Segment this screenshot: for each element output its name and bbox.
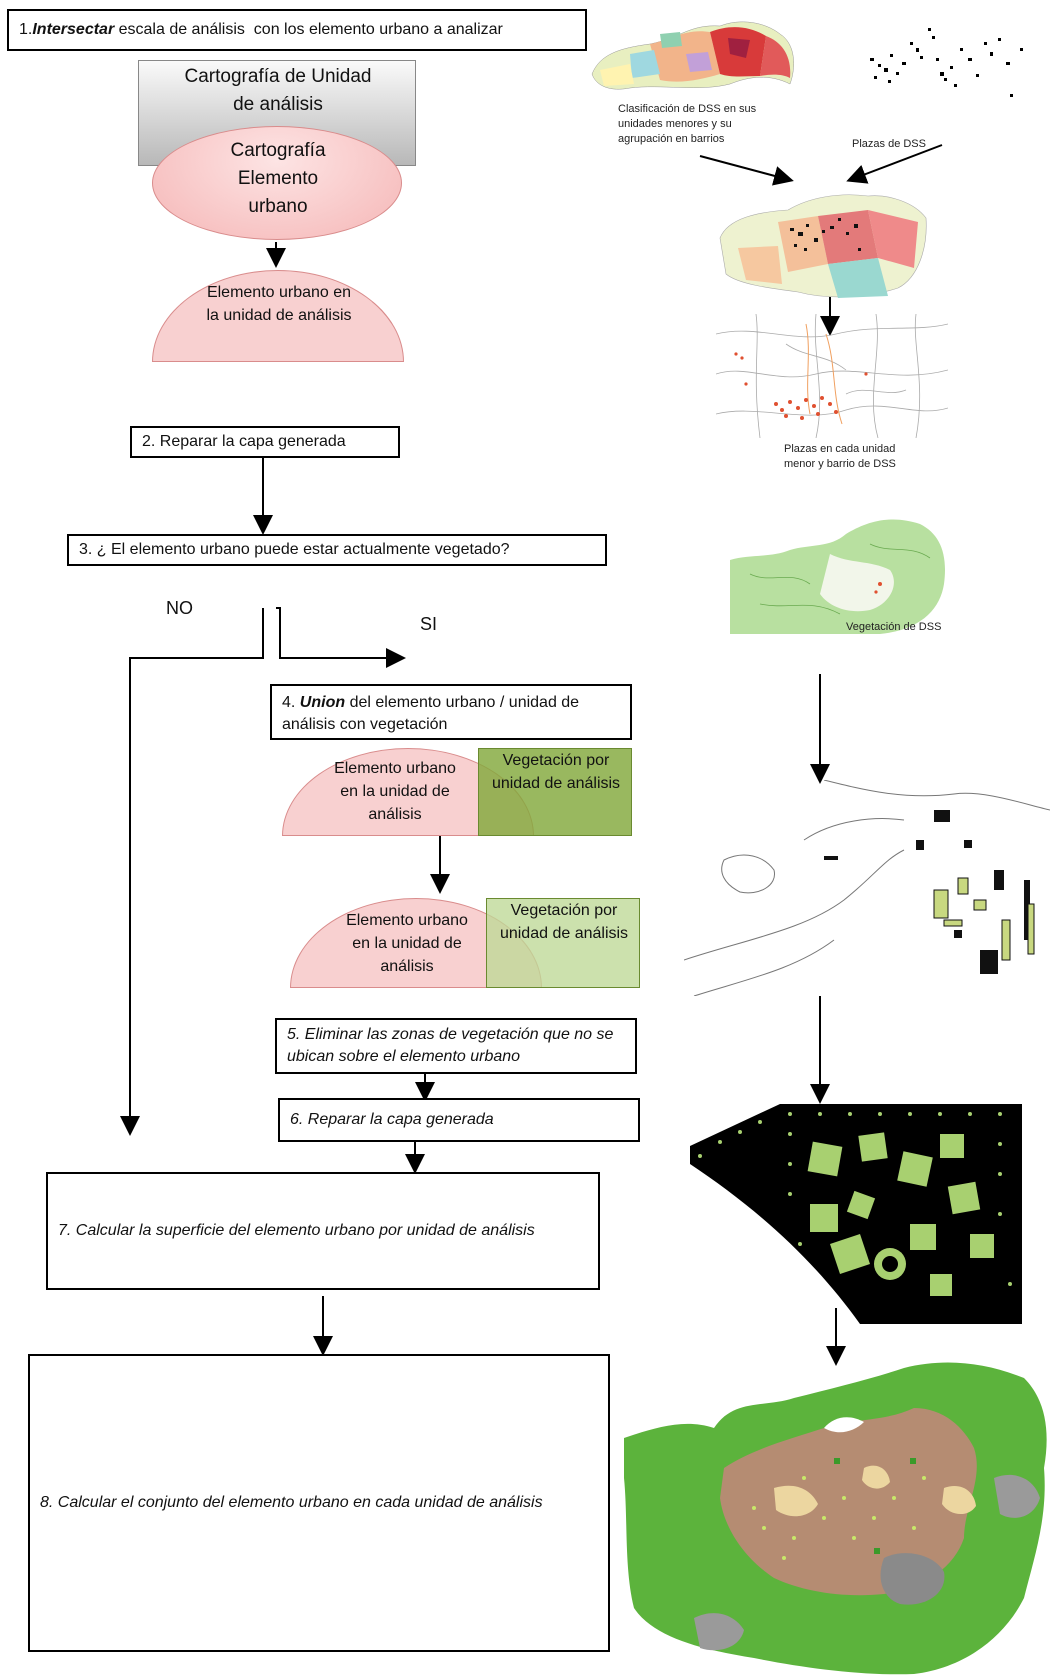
label-plazas: Plazas de DSS bbox=[852, 138, 926, 150]
step-1-text: escala de análisis con los elemento urba… bbox=[114, 21, 503, 38]
step-5-text: 5. Eliminar las zonas de vegetación que … bbox=[287, 1026, 614, 1065]
overlay-map bbox=[719, 194, 927, 298]
vegetation-box-2-label: Vegetación por unidad de análisis bbox=[499, 902, 629, 942]
si-branch-line bbox=[276, 607, 406, 668]
label-plazas-unidad: Plazas en cada unidad menor y barrio de … bbox=[784, 443, 896, 470]
step-8-text: 8. Calcular el conjunto del elemento urb… bbox=[40, 1494, 543, 1511]
step-2-text: 2. Reparar la capa generada bbox=[142, 433, 346, 450]
step-4-text: del elemento urbano / unidad de análisis… bbox=[282, 694, 580, 733]
step-6-text: 6. Reparar la capa generada bbox=[290, 1111, 494, 1128]
vegetation-box-2: Vegetación por unidad de análisis bbox=[486, 898, 640, 988]
branch-no-label: NO bbox=[166, 598, 193, 618]
step-7-box: 7. Calcular la superficie del elemento u… bbox=[46, 1172, 600, 1290]
no-branch-line bbox=[120, 608, 264, 1136]
branch-si-label: SI bbox=[420, 614, 438, 634]
vegetation-box-1: Vegetación por unidad de análisis bbox=[478, 748, 632, 836]
step-3-box: 3. ¿ El elemento urbano puede estar actu… bbox=[67, 534, 607, 566]
elemento-urbano-ellipse: Cartografía Elemento urbano bbox=[152, 126, 402, 240]
vegetation-map bbox=[730, 519, 945, 634]
arrow-plazas-to-overlay bbox=[846, 144, 943, 184]
step-7-text: 7. Calcular la superficie del elemento u… bbox=[58, 1222, 535, 1239]
arrow-clasificacion-to-overlay bbox=[699, 155, 794, 186]
step-3-text: 3. ¿ El elemento urbano puede estar actu… bbox=[79, 541, 510, 558]
step-1-box: 1. Intersectar escala de análisis con lo… bbox=[7, 9, 587, 51]
plazas-scatter-map bbox=[870, 28, 1023, 97]
union-result-map bbox=[684, 780, 1050, 996]
step-8-box: 8. Calcular el conjunto del elemento urb… bbox=[28, 1354, 610, 1652]
step-4-prefix: 4. bbox=[282, 694, 300, 711]
detail-black-map bbox=[690, 1104, 1022, 1324]
step-4-box: 4. Union del elemento urbano / unidad de… bbox=[270, 684, 632, 740]
plazas-unidad-map bbox=[716, 314, 948, 438]
elemento-urbano-label: Cartografía Elemento urbano bbox=[230, 140, 326, 217]
vegetation-box-1-label: Vegetación por unidad de análisis bbox=[491, 752, 621, 792]
result-half-ellipse-2-label: Elemento urbano en la unidad de análisis bbox=[334, 760, 456, 823]
unidad-analisis-label: Cartografía de Unidad de análisis bbox=[184, 66, 372, 115]
label-vegetacion: Vegetación de DSS bbox=[846, 621, 942, 633]
step-5-box: 5. Eliminar las zonas de vegetación que … bbox=[275, 1018, 637, 1074]
step-1-prefix: 1. bbox=[19, 21, 33, 38]
final-landcover-map bbox=[624, 1362, 1047, 1675]
result-half-ellipse-3-label: Elemento urbano en la unidad de análisis bbox=[346, 912, 468, 975]
step-6-box: 6. Reparar la capa generada bbox=[278, 1098, 640, 1142]
result-half-ellipse-1-label: Elemento urbano en la unidad de análisis bbox=[206, 284, 352, 324]
step-2-box: 2. Reparar la capa generada bbox=[130, 426, 400, 458]
classification-map bbox=[591, 21, 794, 90]
label-clasificacion: Clasificación de DSS en sus unidades men… bbox=[618, 103, 757, 145]
step-4-keyword: Union bbox=[299, 694, 346, 711]
step-1-keyword: Intersectar bbox=[32, 21, 115, 38]
